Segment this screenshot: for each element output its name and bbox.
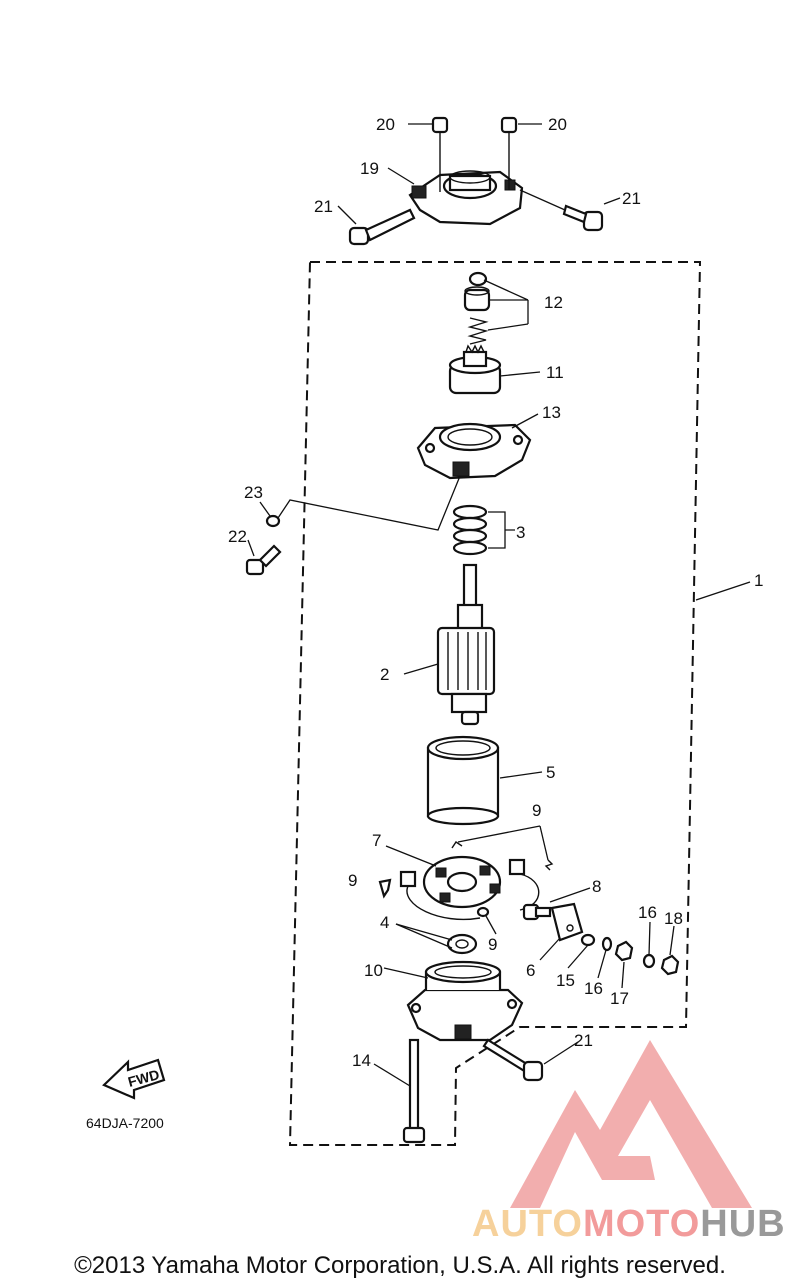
part-8-terminal-bolt[interactable] [522, 903, 552, 921]
callout-9-left: 9 [348, 871, 357, 890]
part-13-front-bracket[interactable] [416, 422, 532, 480]
callout-22: 22 [228, 527, 247, 546]
part-12-stopper-set[interactable] [463, 271, 491, 345]
callout-8: 8 [592, 877, 601, 896]
watermark-moto: MOTO [583, 1203, 700, 1245]
diagram-code: 64DJA-7200 [86, 1115, 164, 1131]
callout-7: 7 [372, 831, 381, 850]
callout-16-right: 16 [638, 903, 657, 922]
callout-10: 10 [364, 961, 383, 980]
part-14-through-bolt[interactable] [402, 1038, 426, 1144]
callout-1: 1 [754, 571, 763, 590]
part-22-screw[interactable] [245, 544, 282, 576]
part-6-plate[interactable] [550, 902, 584, 942]
callout-3: 3 [516, 523, 525, 542]
watermark-auto: AUTO [472, 1203, 583, 1245]
part-19-top-cover[interactable] [408, 170, 524, 226]
part-16-washer-left[interactable] [601, 936, 613, 952]
callout-20-right: 20 [548, 115, 567, 134]
part-11-pinion-drive[interactable] [448, 344, 502, 395]
part-9-screw-left[interactable] [378, 878, 392, 899]
leader-22-23-to-13 [277, 475, 461, 531]
callout-6: 6 [526, 961, 535, 980]
watermark-logo: AUTOMOTOHUB [472, 1040, 786, 1245]
part-21-bolt-upper-left[interactable] [348, 208, 416, 246]
callout-17: 17 [610, 989, 629, 1008]
callout-2: 2 [380, 665, 389, 684]
copyright-notice: ©2013 Yamaha Motor Corporation, U.S.A. A… [74, 1252, 726, 1279]
callout-11: 11 [546, 363, 564, 382]
callout-9-lower: 9 [488, 935, 497, 954]
callout-16-left: 16 [584, 979, 603, 998]
callout-21-upper-left: 21 [314, 197, 333, 216]
callout-9-top: 9 [532, 801, 541, 820]
callout-14: 14 [352, 1051, 371, 1070]
part-7-brush-holder[interactable] [399, 841, 540, 921]
part-20-bolt-right[interactable] [500, 116, 518, 190]
part-9-screw-top[interactable] [544, 859, 554, 871]
callout-4: 4 [380, 913, 389, 932]
part-2-armature[interactable] [436, 563, 496, 726]
part-15-washer[interactable] [580, 933, 596, 947]
part-21-bolt-lower[interactable] [482, 1038, 544, 1082]
svg-text:AUTOMOTOHUB: AUTOMOTOHUB [472, 1203, 786, 1245]
callout-12: 12 [544, 293, 563, 312]
part-23-washer[interactable] [265, 514, 281, 528]
callout-21-upper-right: 21 [622, 189, 641, 208]
part-9-screw-lower[interactable] [476, 906, 490, 918]
callout-20-left: 20 [376, 115, 395, 134]
part-18-nut[interactable] [660, 954, 680, 976]
part-3-washer-set[interactable] [452, 504, 488, 556]
watermark-triangle-icon [510, 1040, 752, 1208]
callout-5: 5 [546, 763, 555, 782]
callout-19: 19 [360, 159, 379, 178]
part-21-bolt-upper-right[interactable] [519, 189, 604, 232]
callout-23: 23 [244, 483, 263, 502]
callout-21-lower: 21 [574, 1031, 593, 1050]
callout-18: 18 [664, 909, 683, 928]
callout-13: 13 [542, 403, 561, 422]
part-20-bolt-left[interactable] [431, 116, 449, 192]
part-16-washer-right[interactable] [642, 953, 656, 969]
assembly-boundary [288, 261, 702, 1146]
fwd-label: FWD [126, 1066, 161, 1090]
fwd-arrow-icon: FWD [102, 1058, 166, 1100]
part-5-yoke[interactable] [426, 735, 500, 826]
leader-lines [247, 123, 751, 1087]
part-4-bushing[interactable] [446, 933, 478, 955]
part-17-nut[interactable] [614, 940, 634, 962]
watermark-hub: HUB [700, 1203, 785, 1245]
callout-15: 15 [556, 971, 575, 990]
callout-labels: 20 20 19 21 21 12 11 13 23 22 3 1 2 5 9 … [228, 115, 763, 1070]
part-10-rear-bracket[interactable] [406, 960, 524, 1042]
